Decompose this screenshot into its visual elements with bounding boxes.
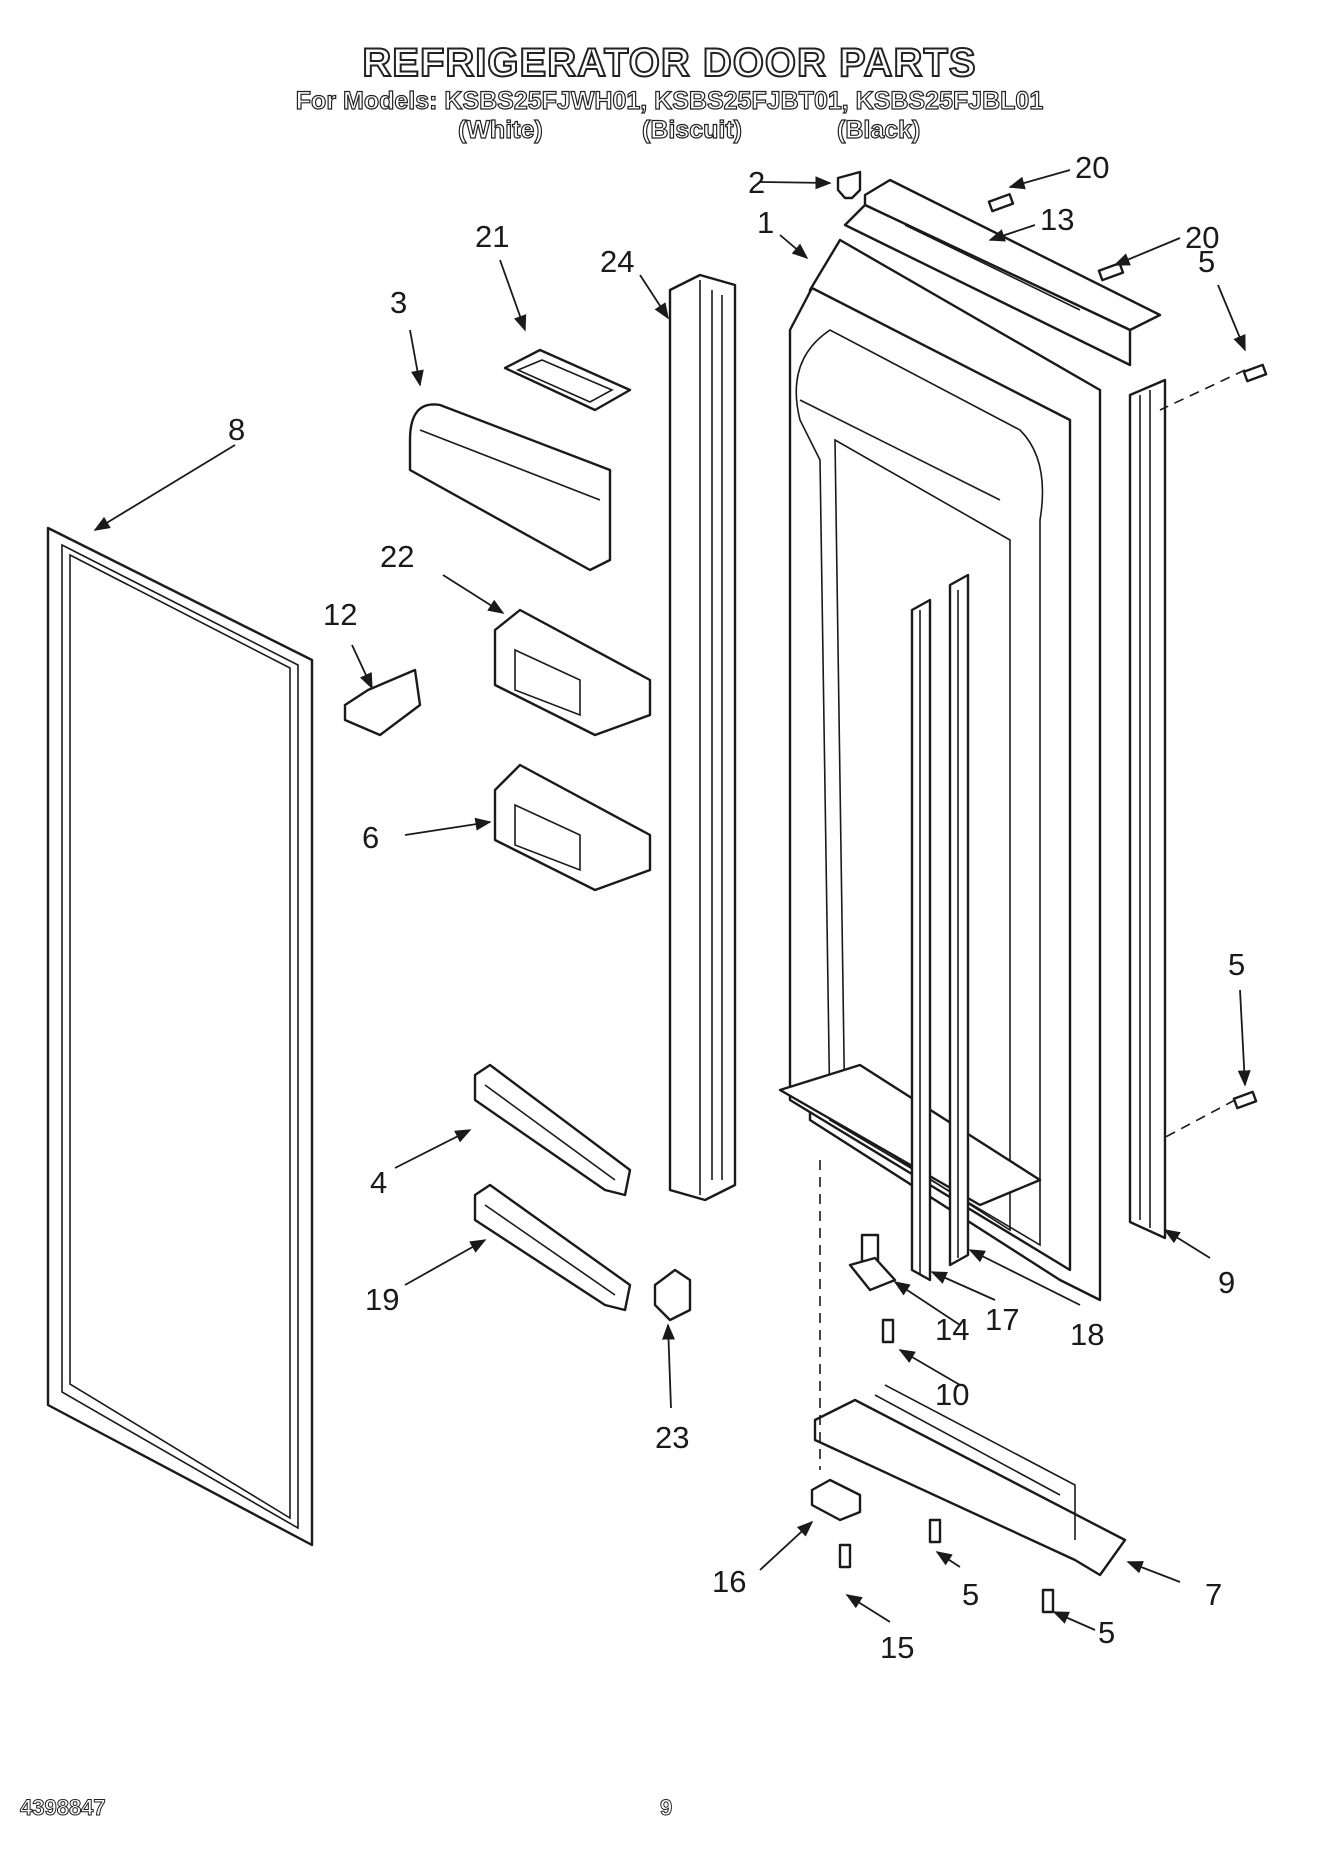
callout-7: 7 — [1205, 1577, 1222, 1612]
dairy-bin-part — [408, 403, 612, 572]
seal-strip-part — [668, 273, 737, 1202]
callout-13: 13 — [1040, 202, 1074, 237]
page-number: 9 — [659, 1795, 673, 1821]
variant-black: (Black) — [836, 115, 921, 144]
callout-23: 23 — [655, 1420, 689, 1455]
variant-white: (White) — [457, 115, 543, 144]
callout-24: 24 — [600, 244, 634, 279]
callout-9: 9 — [1218, 1265, 1235, 1300]
plug-part — [836, 170, 862, 200]
diagram-header: REFRIGERATOR DOOR PARTS For Models: KSBS… — [0, 40, 1339, 116]
callout-5: 5 — [1228, 947, 1245, 982]
callout-labels: 2 1 20 13 20 5 21 24 3 8 22 12 6 5 4 19 … — [228, 150, 1245, 1665]
small-clip-part — [653, 1268, 692, 1322]
bin-lid-part — [503, 348, 632, 412]
screw-parts — [838, 192, 1268, 1614]
callout-14: 14 — [935, 1312, 969, 1347]
door-liner-part — [778, 238, 1102, 1302]
document-number: 4398847 — [20, 1795, 107, 1821]
models-line: For Models: KSBS25FJWH01, KSBS25FJBT01, … — [295, 86, 1044, 115]
callout-5: 5 — [962, 1577, 979, 1612]
page-title: REFRIGERATOR DOOR PARTS — [361, 40, 977, 86]
callout-5: 5 — [1198, 244, 1215, 279]
callout-21: 21 — [475, 219, 509, 254]
door-shelf-part-6 — [493, 763, 652, 892]
vertical-channel-17 — [910, 598, 932, 1282]
clip-part — [343, 668, 422, 737]
callout-18: 18 — [1070, 1317, 1104, 1352]
top-trim-part — [843, 178, 1162, 367]
callout-16: 16 — [712, 1564, 746, 1599]
side-trim-part — [1128, 378, 1167, 1240]
callout-12: 12 — [323, 597, 357, 632]
vertical-channel-18 — [948, 573, 970, 1267]
callout-2: 2 — [748, 165, 765, 200]
shelf-rail-part — [473, 1063, 632, 1197]
alignment-lines — [819, 369, 1246, 1470]
callout-3: 3 — [390, 285, 407, 320]
callout-20: 20 — [1185, 220, 1219, 255]
leader-lines — [93, 169, 1251, 1631]
callout-5: 5 — [1098, 1615, 1115, 1650]
door-shelf-part — [493, 608, 652, 737]
callout-6: 6 — [362, 820, 379, 855]
hinge-pin-part — [848, 1233, 897, 1292]
callout-1: 1 — [757, 205, 774, 240]
callout-20: 20 — [1075, 150, 1109, 185]
callout-19: 19 — [365, 1282, 399, 1317]
callout-15: 15 — [880, 1630, 914, 1665]
callout-22: 22 — [380, 539, 414, 574]
callout-10: 10 — [935, 1377, 969, 1412]
callout-4: 4 — [370, 1165, 387, 1200]
callout-8: 8 — [228, 412, 245, 447]
shelf-rail-part-19 — [473, 1183, 632, 1312]
callout-17: 17 — [985, 1302, 1019, 1337]
bottom-hinge-part — [813, 1384, 1127, 1577]
variant-biscuit: (Biscuit) — [641, 115, 742, 144]
door-gasket-part — [46, 526, 314, 1547]
shim-part — [810, 1478, 862, 1522]
